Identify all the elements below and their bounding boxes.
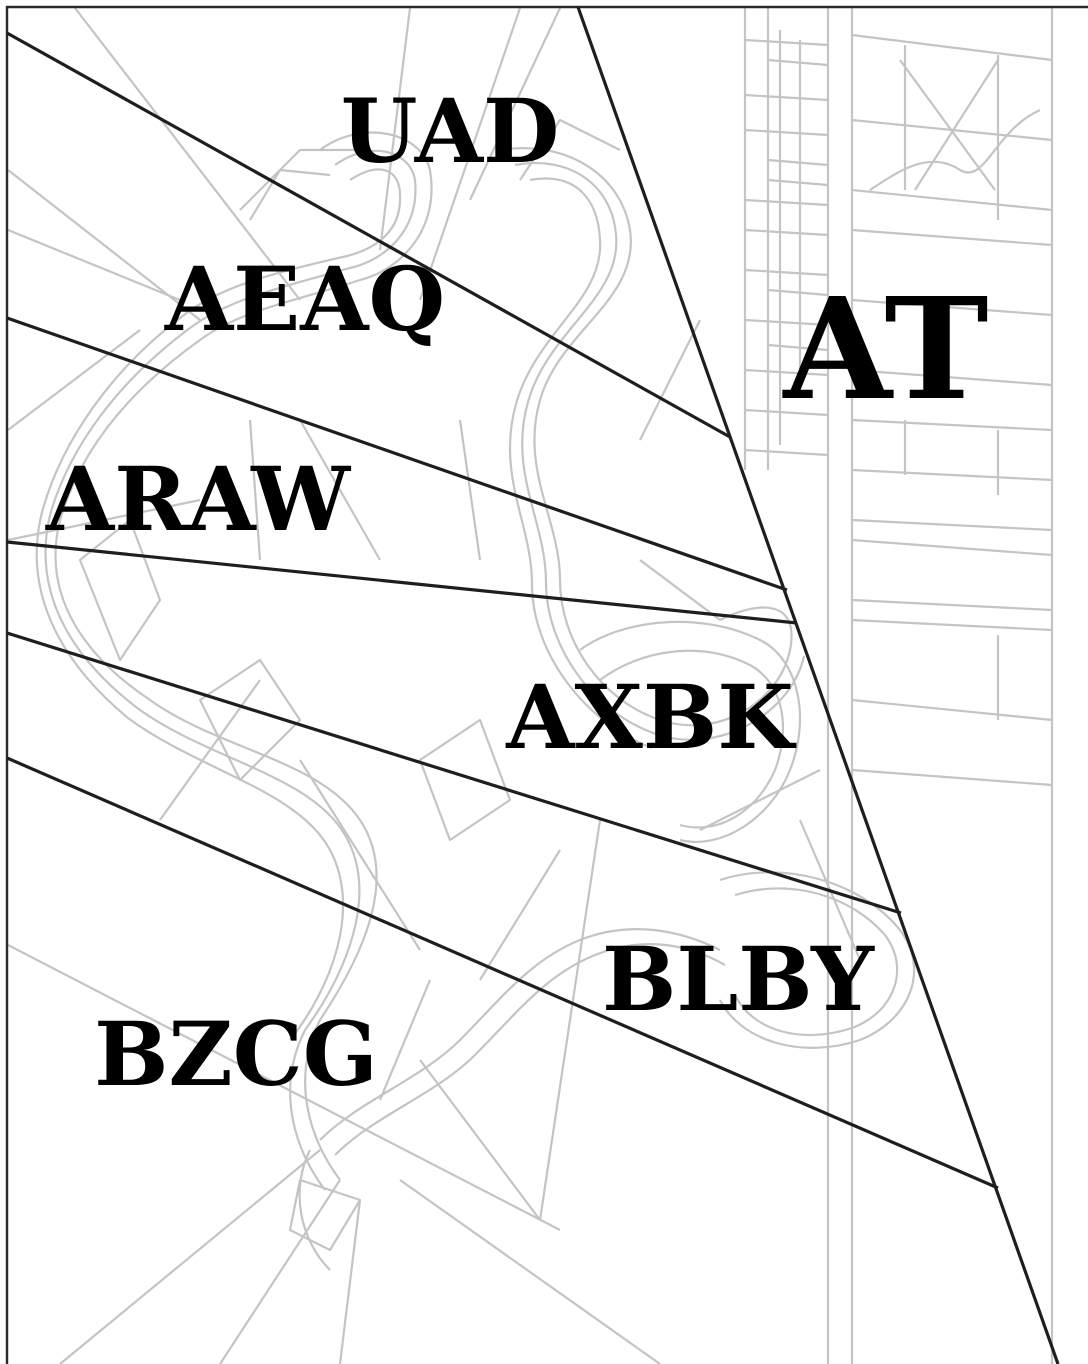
boundary-blby-bzcg [6,756,999,1190]
outer-frame [5,5,1088,1364]
region-boundaries [6,6,1060,1364]
boundary-araw-axbk [6,540,798,625]
region-labels: UAD AEAQ ARAW AXBK BLBY BZCG AT [45,79,989,1106]
background-sketch [7,7,1054,1364]
boundary-aeaq-araw [6,316,788,592]
label-blby: BLBY [602,927,875,1031]
label-uad: UAD [341,79,560,183]
boundary-uad-aeaq [6,31,731,439]
label-axbk: AXBK [505,665,797,769]
label-at: AT [781,268,988,432]
construction-lines [7,7,862,1364]
label-bzcg: BZCG [94,1002,378,1106]
boundary-axbk-blby [6,631,902,915]
diagonal-divider-line [576,6,1060,1364]
figure-sketch [35,118,916,1271]
label-araw: ARAW [45,447,351,551]
label-aeaq: AEAQ [164,247,445,351]
building-sketch [743,8,1054,1364]
